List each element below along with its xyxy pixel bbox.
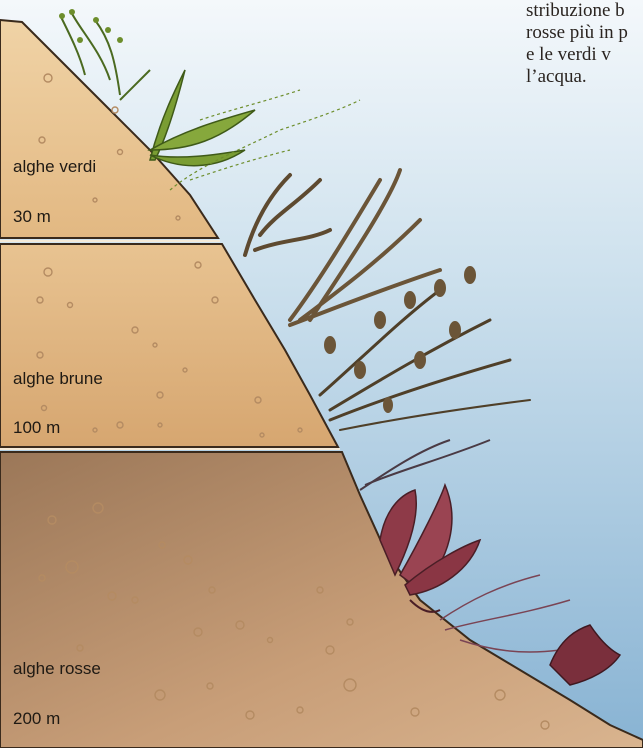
zone-label-red: alghe rosse	[13, 659, 101, 679]
depth-label-30m: 30 m	[13, 207, 51, 227]
zone-label-brown: alghe brune	[13, 369, 103, 389]
caption-line: l’acqua.	[526, 66, 643, 88]
zone-label-green: alghe verdi	[13, 157, 96, 177]
caption-line: e le verdi v	[526, 44, 643, 66]
caption-text: stribuzione b rosse più in p e le verdi …	[526, 0, 643, 88]
depth-label-200m: 200 m	[13, 709, 60, 729]
caption-line: stribuzione b	[526, 0, 643, 22]
depth-label-100m: 100 m	[13, 418, 60, 438]
caption-line: rosse più in p	[526, 22, 643, 44]
